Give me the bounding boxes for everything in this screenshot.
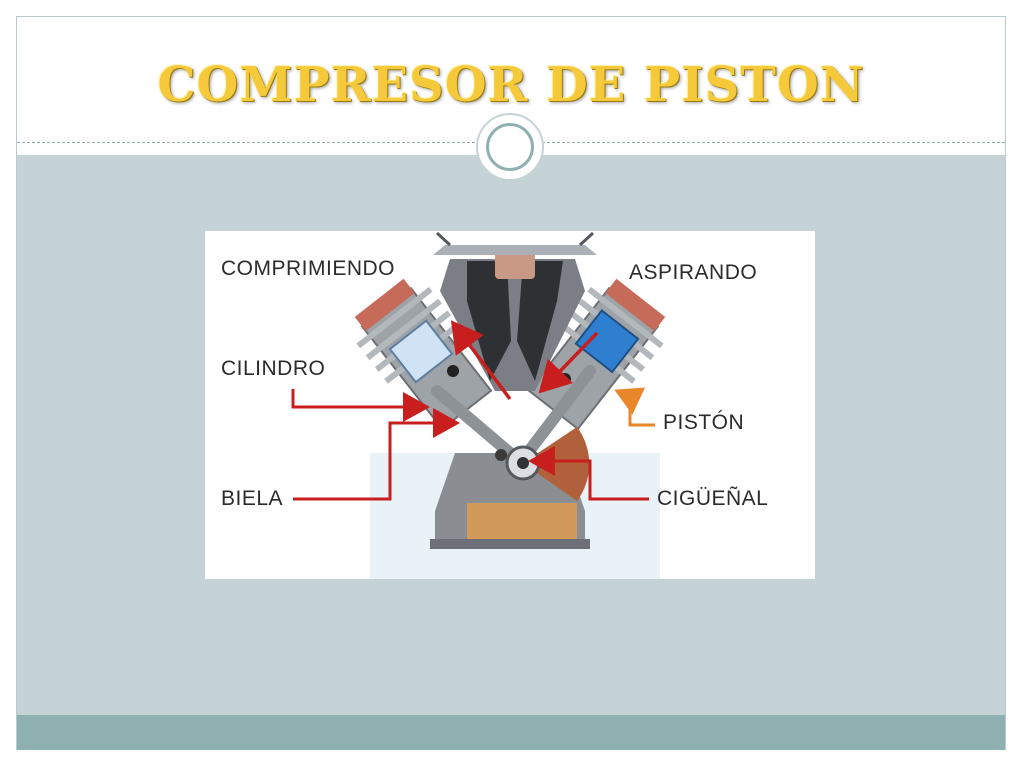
outlet-passage: [517, 261, 563, 381]
label-ciguenal: CIGÜEÑAL: [657, 487, 769, 510]
top-cover: [433, 245, 597, 255]
ciguenal-pointer: [528, 446, 649, 501]
label-piston: PISTÓN: [663, 411, 745, 434]
slide-title: COMPRESOR DE PISTON: [157, 57, 865, 113]
left-cylinder: [354, 278, 493, 431]
piston-pointer: [614, 387, 655, 427]
intake-passage: [467, 261, 511, 381]
aspirando-arrow: [538, 331, 599, 394]
comprimiendo-arrow: [450, 320, 512, 401]
label-aspirando: ASPIRANDO: [629, 261, 758, 284]
right-cylinder: [527, 278, 666, 431]
counterweight: [523, 427, 590, 501]
valve-cap: [495, 249, 535, 279]
left-connecting-rod: [431, 385, 523, 465]
biela-pointer: [293, 408, 460, 501]
footer-bar: [17, 715, 1005, 750]
compressor-diagram: COMPRIMIENDO ASPIRANDO CILINDRO PISTÓN B…: [205, 231, 815, 579]
label-cilindro: CILINDRO: [221, 357, 326, 380]
label-biela: BIELA: [221, 487, 284, 510]
cilindro-pointer: [291, 389, 430, 422]
circle-ornament-icon: [476, 113, 544, 181]
crankcase-base: [430, 539, 590, 549]
label-comprimiendo: COMPRIMIENDO: [221, 257, 395, 280]
compressor-illustration: [291, 231, 666, 579]
right-connecting-rod: [517, 365, 596, 465]
oil-sump: [467, 503, 577, 541]
